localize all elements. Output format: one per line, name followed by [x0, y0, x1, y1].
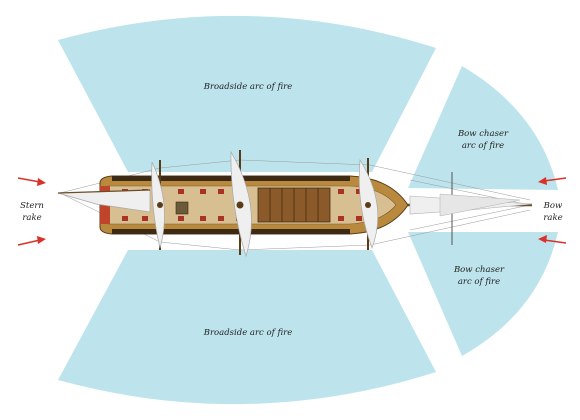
fore-mast: [358, 158, 379, 250]
stern-rake-label: Stern rake: [20, 201, 44, 223]
main-mast: [230, 150, 252, 258]
ship: [57, 150, 533, 258]
bow-chaser-arc-bottom: [408, 232, 558, 356]
main-hatch: [257, 187, 331, 223]
bow-chaser-top-label: Bow chaser arc of fire: [457, 129, 509, 151]
broadside-arc-top-label: Broadside arc of fire: [203, 82, 293, 92]
mizzen-mast: [151, 160, 165, 250]
bow-rake-arrows: [538, 177, 567, 244]
broadside-arc-bottom-label: Broadside arc of fire: [203, 328, 293, 338]
broadside-arc-top: [58, 15, 436, 172]
bow-chaser-bottom-label: Bow chaser arc of fire: [453, 265, 505, 287]
ship-deck: [107, 185, 397, 225]
bow-chaser-arc-top: [408, 66, 558, 190]
bow-rake-label: Bow rake: [543, 201, 563, 223]
bowsprit: [392, 172, 533, 245]
broadside-arc-bottom: [58, 250, 436, 405]
stern-rake-arrows: [17, 177, 46, 246]
